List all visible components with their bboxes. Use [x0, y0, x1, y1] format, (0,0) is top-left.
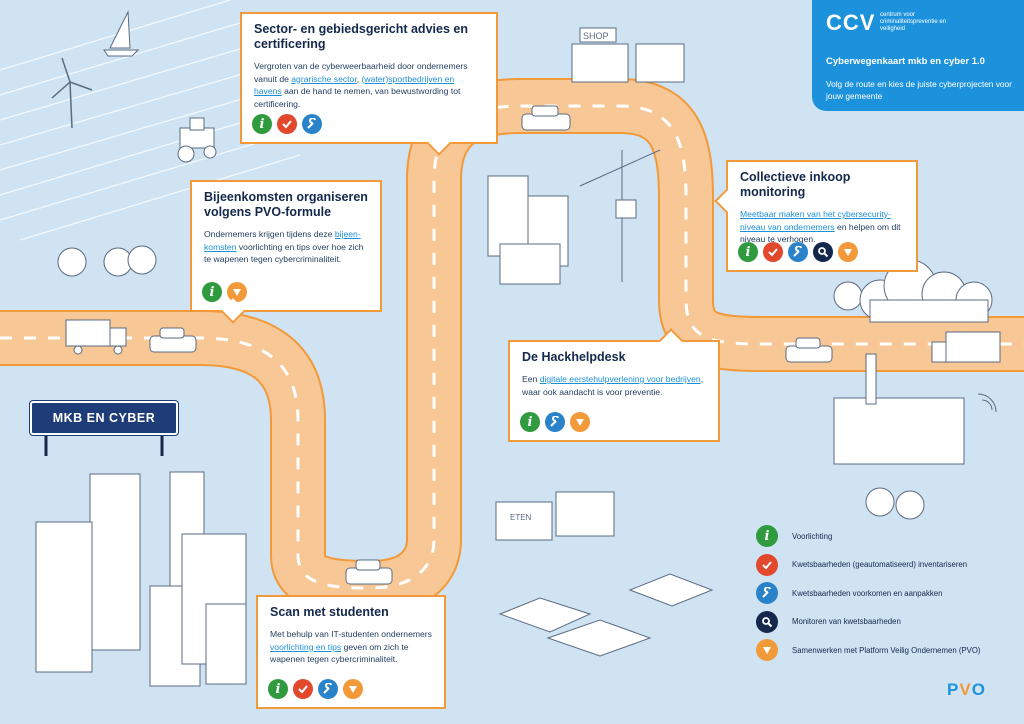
check-icon	[756, 553, 778, 576]
card-title: Scan met studenten	[270, 605, 389, 619]
card-sector[interactable]: Sector- en gebiedsgericht advies en cert…	[240, 12, 498, 156]
legend-label: Kwetsbaarheden (geautomatiseerd) inventa…	[792, 560, 968, 569]
info-icon: i	[738, 242, 758, 262]
collab-icon	[343, 679, 363, 699]
road	[0, 78, 1024, 617]
card-link[interactable]: digitale eerstehulpverlening voor bedrij…	[539, 374, 701, 384]
card-hackhelpdesk[interactable]: De Hackhelpdesk Een digitale eerstehulpv…	[508, 328, 720, 442]
collab-icon	[756, 639, 778, 661]
food-truck	[495, 491, 615, 541]
card-title: Sector- en gebiedsgericht advies en cert…	[254, 22, 468, 51]
car-icon	[785, 337, 833, 363]
monitor-icon	[813, 242, 833, 262]
card-link[interactable]: (water)sportbedrijven en havens	[254, 73, 455, 97]
card-title: Bijeenkomsten organiseren volgens PVO-fo…	[204, 190, 368, 219]
legend-item-voorkomen: Kwetsbaarheden voorkomen en aanpakken	[756, 582, 1006, 604]
pvo-logo: PVO	[947, 680, 986, 699]
legend-item-voorlichting: i Voorlichting	[756, 525, 1006, 547]
ccv-brand-panel: CCV centrum voor criminaliteitspreventie…	[812, 0, 1024, 111]
legend-item-inventariseren: Kwetsbaarheden (geautomatiseerd) inventa…	[756, 553, 1006, 576]
card-text: Meetbaar maken van het cybersecurity-niv…	[740, 209, 901, 244]
legend-label: Monitoren van kwetsbaarheden	[792, 617, 901, 626]
card-text: Met behulp van IT-studenten ondernemers …	[270, 629, 432, 664]
collab-icon	[838, 242, 858, 262]
info-icon: i	[202, 282, 222, 302]
wrench-icon	[788, 242, 808, 262]
wrench-icon	[318, 679, 338, 699]
card-bijeenkomsten[interactable]: Bijeenkomsten organiseren volgens PVO-fo…	[190, 180, 382, 324]
legend-label: Kwetsbaarheden voorkomen en aanpakken	[792, 588, 943, 598]
check-icon	[293, 679, 313, 699]
card-link[interactable]: bijeen-komsten	[204, 229, 361, 252]
card-title: Collectieve inkoop monitoring	[740, 170, 851, 199]
info-icon: i	[252, 114, 272, 134]
factory-building	[833, 353, 997, 465]
tractor-icon	[177, 117, 217, 163]
wrench-icon	[756, 582, 778, 604]
truck-icon	[931, 331, 1001, 363]
card-icons: i	[252, 114, 322, 134]
legend-label: Voorlichting	[792, 531, 833, 541]
wrench-icon	[545, 412, 565, 432]
car-icon	[149, 327, 197, 353]
card-icons: i	[520, 412, 590, 432]
ccv-logo: CCV	[826, 10, 876, 35]
info-icon: i	[268, 679, 288, 699]
card-text: Vergroten van de cyberweerbaarheid door …	[254, 61, 468, 109]
collab-icon	[570, 412, 590, 432]
card-collectieve[interactable]: Collectieve inkoop monitoring Meetbaar m…	[714, 160, 918, 272]
legend-item-monitoren: Monitoren van kwetsbaarheden	[756, 610, 1006, 633]
windmill-icon	[51, 57, 93, 129]
map-subtitle: Volg de route en kies de juiste cyberpro…	[826, 79, 1012, 101]
market-stalls	[498, 573, 714, 657]
city-buildings	[35, 471, 247, 687]
cloud	[859, 259, 993, 323]
construction-site	[487, 149, 661, 285]
legend-item-samenwerken: Samenwerken met Platform Veilig Ondernem…	[756, 639, 1006, 661]
card-text: Ondernemers krijgen tijdens deze bijeen-…	[204, 229, 364, 264]
legend-label: Samenwerken met Platform Veilig Ondernem…	[792, 645, 981, 655]
food-label: ETEN	[510, 513, 532, 522]
card-scan[interactable]: Scan met studenten Met behulp van IT-stu…	[256, 595, 446, 709]
car-icon	[345, 559, 393, 585]
card-title: De Hackhelpdesk	[522, 350, 626, 364]
check-icon	[763, 242, 783, 262]
car-icon	[521, 105, 571, 131]
mkb-en-cyber-sign: MKB EN CYBER	[29, 400, 179, 436]
card-link[interactable]: Meetbaar maken van het cybersecurity-niv…	[740, 209, 891, 232]
info-icon: i	[756, 525, 778, 547]
truck-icon	[65, 319, 127, 355]
card-icons: i	[738, 242, 858, 262]
wrench-icon	[302, 114, 322, 134]
sailboat-icon	[103, 10, 140, 57]
card-link[interactable]: agrarische sector	[291, 73, 357, 84]
farmland	[0, 0, 301, 241]
monitor-icon	[756, 610, 778, 633]
card-text: Een digitale eerstehulpverlening voor be…	[522, 374, 704, 397]
collab-icon	[227, 282, 247, 302]
check-icon	[277, 114, 297, 134]
ccv-tagline: centrum voor criminaliteitspreventie en …	[880, 12, 947, 32]
card-link[interactable]: voorlichting en tips	[270, 641, 342, 652]
card-icons: i	[268, 679, 363, 699]
card-icons: i	[202, 282, 247, 302]
sign-posts	[44, 435, 164, 456]
map-title: Cyberwegenkaart mkb en cyber 1.0	[826, 56, 985, 67]
shop-label: SHOP	[583, 31, 609, 41]
legend: i Voorlichting Kwetsbaarheden (geautomat…	[756, 525, 1006, 668]
shop-building	[571, 27, 685, 83]
info-icon: i	[520, 412, 540, 432]
trees	[57, 245, 925, 520]
